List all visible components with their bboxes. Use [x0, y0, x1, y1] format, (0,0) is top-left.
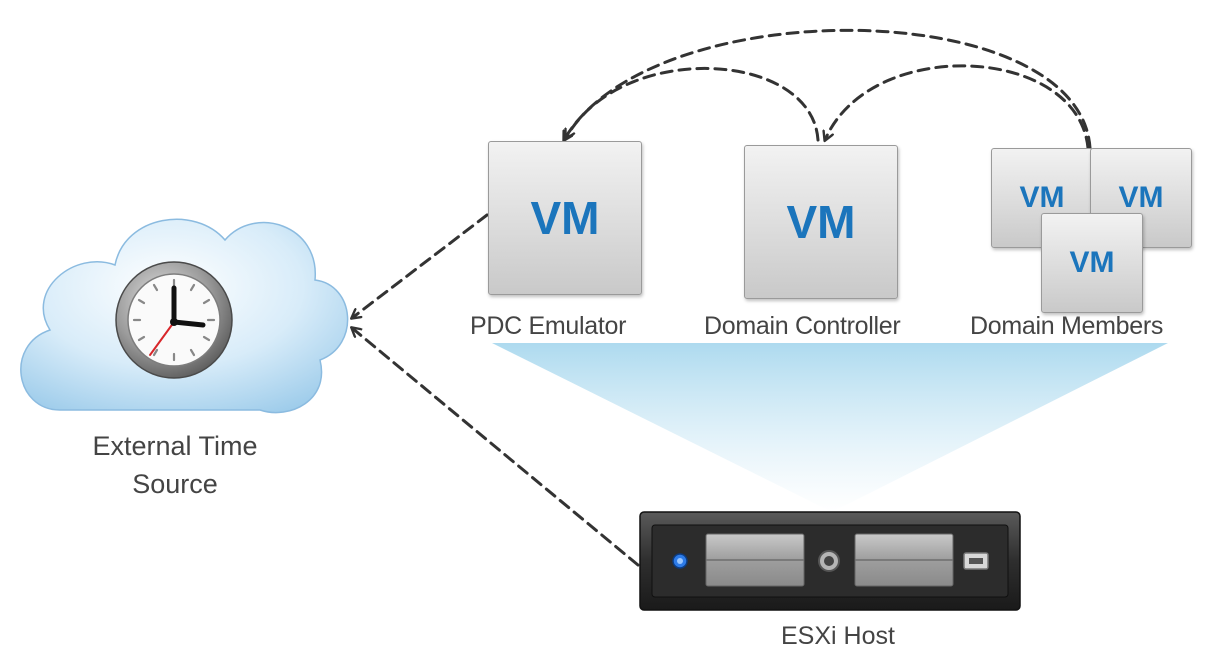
- external-time-source-label-line2: Source: [132, 469, 218, 499]
- domain-member-vm-1-badge: VM: [1019, 181, 1065, 214]
- domain-members-label: Domain Members: [970, 312, 1164, 340]
- edge-members-to-pdc: [564, 28, 1092, 150]
- domain-controller-vm-badge: VM: [786, 196, 856, 248]
- domain-controller-vm: VM: [744, 145, 898, 299]
- edge-pdc-to-time-source: [352, 213, 489, 318]
- clock-icon: [115, 261, 233, 379]
- esxi-host-label: ESXi Host: [781, 622, 895, 650]
- edge-host-to-time-source: [352, 328, 640, 567]
- edge-dc-to-pdc: [566, 67, 820, 142]
- pdc-emulator-label: PDC Emulator: [470, 312, 627, 340]
- host-fan: [492, 343, 1168, 512]
- domain-member-vm-3-badge: VM: [1069, 246, 1115, 279]
- pdc-emulator-vm: VM: [488, 141, 642, 295]
- edge-members-to-dc: [825, 64, 1090, 150]
- external-time-source-label: External Time Source: [65, 427, 285, 503]
- pdc-emulator-vm-badge: VM: [530, 192, 600, 244]
- domain-member-vm-2-badge: VM: [1118, 181, 1164, 214]
- esxi-host-server: [639, 511, 1021, 611]
- domain-member-vm-3: VM: [1041, 213, 1143, 313]
- external-time-source-label-line1: External Time: [92, 431, 258, 461]
- domain-controller-label: Domain Controller: [704, 312, 901, 340]
